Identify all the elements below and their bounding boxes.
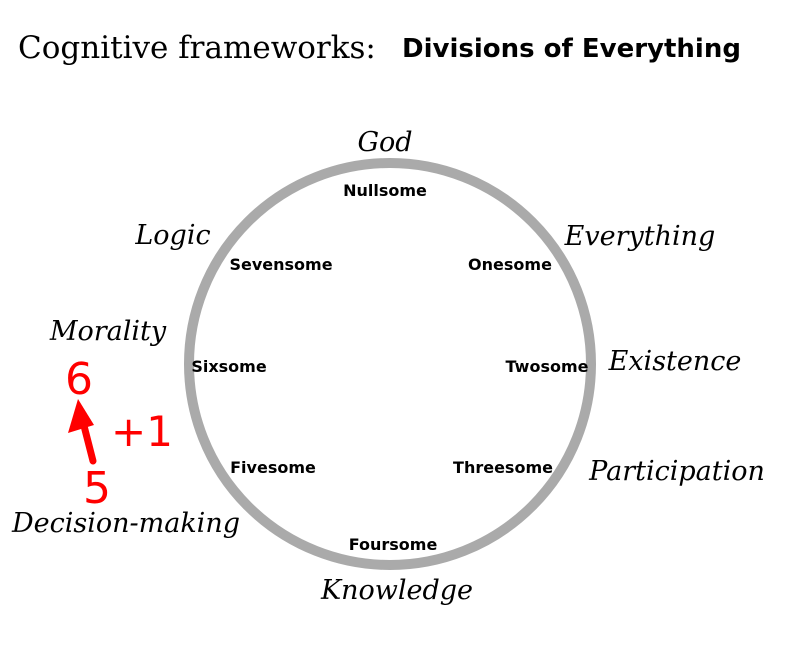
annotation-number-from: 5 xyxy=(83,463,111,514)
concept-label-knowledge: Knowledge xyxy=(320,575,473,606)
division-label-nullsome: Nullsome xyxy=(343,181,427,200)
division-label-foursome: Foursome xyxy=(349,535,438,554)
division-label-fivesome: Fivesome xyxy=(230,458,316,477)
division-label-sevensome: Sevensome xyxy=(229,255,332,274)
concept-label-participation: Participation xyxy=(588,456,765,487)
title-main: Divisions of Everything xyxy=(402,34,741,64)
concept-label-god: God xyxy=(357,127,412,158)
title-prefix: Cognitive frameworks: xyxy=(18,30,376,66)
annotation-delta: +1 xyxy=(111,407,173,456)
concept-label-existence: Existence xyxy=(608,346,742,377)
division-label-onesome: Onesome xyxy=(468,255,552,274)
division-label-sixsome: Sixsome xyxy=(191,357,267,376)
annotation-number-to: 6 xyxy=(65,354,93,405)
up-arrow-icon xyxy=(68,399,97,465)
division-label-threesome: Threesome xyxy=(453,458,553,477)
division-label-twosome: Twosome xyxy=(506,357,589,376)
concept-label-logic: Logic xyxy=(134,220,210,251)
concept-label-morality: Morality xyxy=(49,316,167,347)
concept-label-decision-making: Decision-making xyxy=(11,508,240,539)
concept-label-everything: Everything xyxy=(564,221,716,252)
division-ring xyxy=(184,158,596,570)
